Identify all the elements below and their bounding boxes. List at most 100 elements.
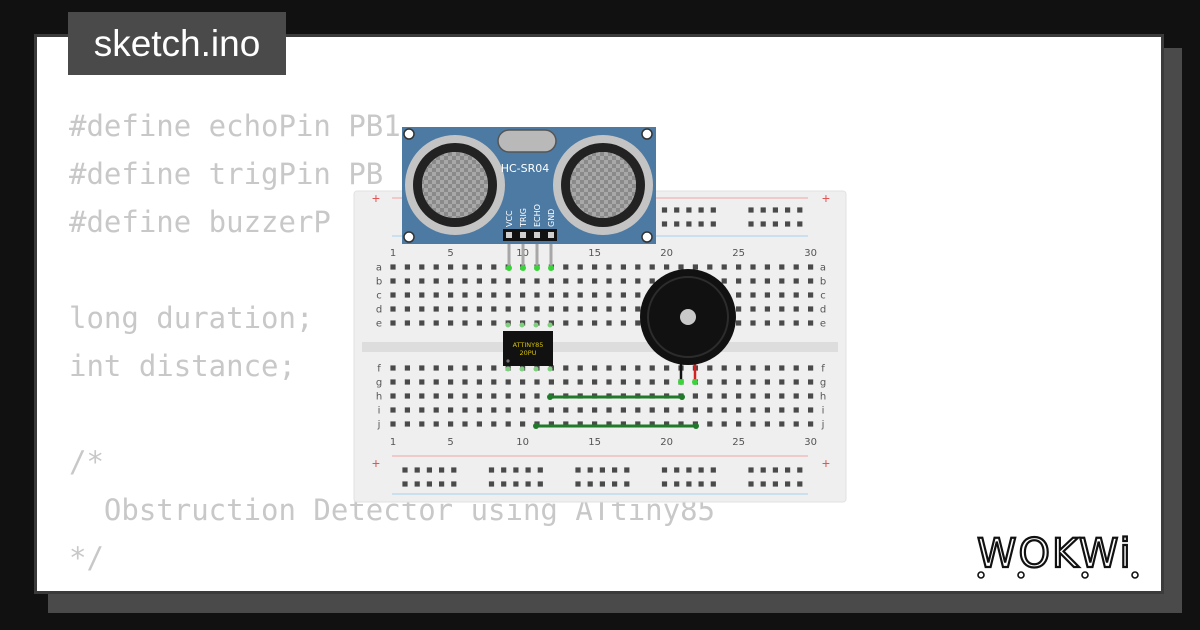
breadboard-hole	[620, 264, 626, 270]
breadboard-hole	[433, 421, 439, 427]
breadboard-hole	[748, 467, 754, 473]
breadboard-hole	[426, 481, 432, 487]
breadboard-hole	[674, 467, 680, 473]
breadboard-hole	[772, 467, 778, 473]
breadboard-hole	[404, 306, 410, 312]
breadboard-hole	[476, 320, 482, 326]
breadboard-hole	[606, 278, 612, 284]
breadboard-hole	[624, 467, 630, 473]
pin-dot	[520, 265, 526, 271]
breadboard-hole	[620, 306, 626, 312]
breadboard-hole	[736, 421, 742, 427]
row-label: c	[820, 291, 826, 302]
breadboard-hole	[390, 278, 396, 284]
breadboard-hole	[606, 264, 612, 270]
breadboard-hole	[772, 207, 778, 213]
breadboard-hole	[433, 320, 439, 326]
chip-label-line2: 20PU	[520, 349, 537, 357]
breadboard-hole	[649, 365, 655, 371]
breadboard-hole	[606, 421, 612, 427]
breadboard-hole	[707, 365, 713, 371]
breadboard-hole	[433, 407, 439, 413]
breadboard-hole	[736, 407, 742, 413]
breadboard-hole	[624, 481, 630, 487]
breadboard-hole	[707, 379, 713, 385]
breadboard-hole	[390, 320, 396, 326]
breadboard-hole	[592, 421, 598, 427]
breadboard-hole	[710, 481, 716, 487]
column-label: 15	[588, 437, 601, 448]
breadboard-hole	[537, 481, 543, 487]
breadboard-hole	[606, 365, 612, 371]
breadboard-hole	[764, 379, 770, 385]
breadboard-hole	[721, 407, 727, 413]
row-label: f	[821, 364, 825, 375]
breadboard-hole	[793, 365, 799, 371]
breadboard-hole	[501, 467, 507, 473]
breadboard-hole	[649, 421, 655, 427]
column-label: 25	[732, 248, 745, 259]
breadboard-hole	[462, 407, 468, 413]
row-label: i	[822, 406, 825, 417]
breadboard-hole	[426, 467, 432, 473]
breadboard-hole	[698, 481, 704, 487]
wire-end	[693, 423, 699, 429]
breadboard-hole	[433, 306, 439, 312]
breadboard-hole	[563, 365, 569, 371]
wire-end	[547, 394, 553, 400]
breadboard-hole	[433, 278, 439, 284]
breadboard-hole	[525, 481, 531, 487]
breadboard-hole	[448, 365, 454, 371]
breadboard-hole	[505, 379, 511, 385]
breadboard-hole	[620, 407, 626, 413]
breadboard-hole	[785, 221, 791, 227]
breadboard-hole	[612, 481, 618, 487]
breadboard-hole	[433, 292, 439, 298]
breadboard-center-channel	[362, 342, 838, 352]
breadboard-hole	[592, 407, 598, 413]
breadboard-hole	[750, 292, 756, 298]
breadboard-hole	[476, 278, 482, 284]
breadboard-hole	[620, 292, 626, 298]
breadboard-hole	[750, 421, 756, 427]
breadboard-hole	[592, 278, 598, 284]
breadboard-hole	[520, 292, 526, 298]
breadboard-hole	[674, 207, 680, 213]
breadboard-hole	[476, 407, 482, 413]
breadboard-hole	[404, 292, 410, 298]
breadboard-hole	[462, 320, 468, 326]
breadboard-hole	[698, 207, 704, 213]
pin-dot	[534, 265, 540, 271]
breadboard-hole	[764, 393, 770, 399]
breadboard-hole	[620, 365, 626, 371]
breadboard-hole	[793, 379, 799, 385]
buzzer-ring	[647, 276, 729, 358]
breadboard-hole	[414, 481, 420, 487]
breadboard-hole	[520, 278, 526, 284]
wokwi-logo: WOKWi	[976, 530, 1139, 579]
breadboard-hole	[439, 481, 445, 487]
breadboard-hole	[649, 407, 655, 413]
breadboard-hole	[402, 481, 408, 487]
breadboard-hole	[575, 467, 581, 473]
breadboard-hole	[710, 207, 716, 213]
breadboard-hole	[779, 292, 785, 298]
breadboard-hole	[664, 421, 670, 427]
breadboard-hole	[534, 292, 540, 298]
breadboard-hole	[635, 320, 641, 326]
breadboard-hole	[748, 481, 754, 487]
transducer-left-mesh-pattern	[422, 152, 488, 218]
breadboard-hole	[678, 407, 684, 413]
breadboard-hole	[721, 379, 727, 385]
breadboard-hole	[707, 264, 713, 270]
breadboard-hole	[548, 278, 554, 284]
breadboard-hole	[537, 467, 543, 473]
breadboard-hole	[760, 221, 766, 227]
row-label: j	[821, 420, 825, 431]
breadboard-hole	[501, 481, 507, 487]
breadboard-hole	[760, 207, 766, 213]
breadboard-hole	[779, 320, 785, 326]
breadboard-hole	[513, 481, 519, 487]
breadboard-hole	[419, 421, 425, 427]
